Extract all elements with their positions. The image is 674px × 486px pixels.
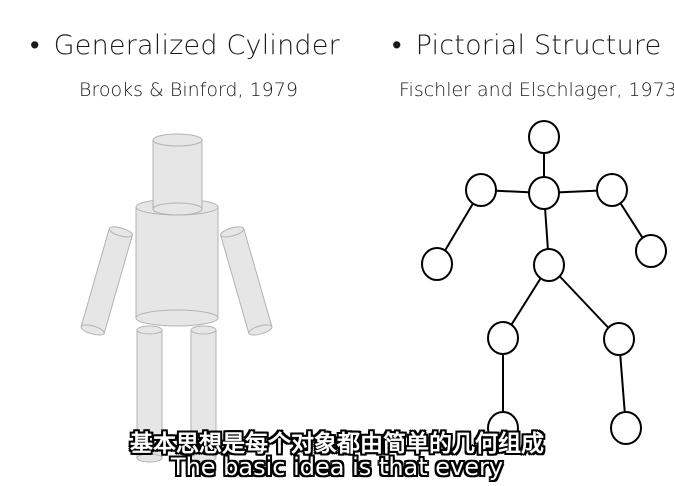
bullet-marker: • [30, 30, 40, 61]
heading-text: Pictorial Structure [415, 30, 662, 61]
cylinder-torso [135, 198, 219, 327]
node-left-knee [487, 321, 519, 355]
node-right-shoulder [596, 173, 628, 207]
subtitle-chinese: 基本思想是每个对象都由简单的几何组成 [130, 431, 544, 457]
node-head [528, 120, 560, 154]
node-right-foot [610, 411, 642, 445]
cylinder-right-arm [220, 226, 273, 336]
node-left-shoulder [465, 173, 497, 207]
subtitle-english: The basic idea is that every [170, 453, 504, 481]
node-left-foot [487, 411, 519, 445]
node-right-knee [603, 322, 635, 356]
cylinder-left-leg [136, 325, 163, 463]
node-right-hand [635, 234, 667, 268]
cylinder-head [152, 133, 203, 216]
citation-fischler-elschlager: Fischler and Elschlager, 1973 [399, 79, 674, 101]
bullet-marker: • [392, 30, 402, 61]
cylinder-left-arm [80, 226, 133, 336]
citation-brooks-binford: Brooks & Binford, 1979 [79, 79, 298, 101]
node-neck [528, 176, 560, 210]
heading-pictorial-structure: • Pictorial Structure [392, 30, 661, 61]
edge-right-thigh [548, 264, 620, 340]
node-hip [533, 248, 565, 282]
heading-text: Generalized Cylinder [53, 30, 340, 61]
cylinder-right-leg [190, 325, 217, 463]
heading-generalized-cylinder: • Generalized Cylinder [30, 30, 340, 61]
node-left-hand [421, 247, 453, 281]
